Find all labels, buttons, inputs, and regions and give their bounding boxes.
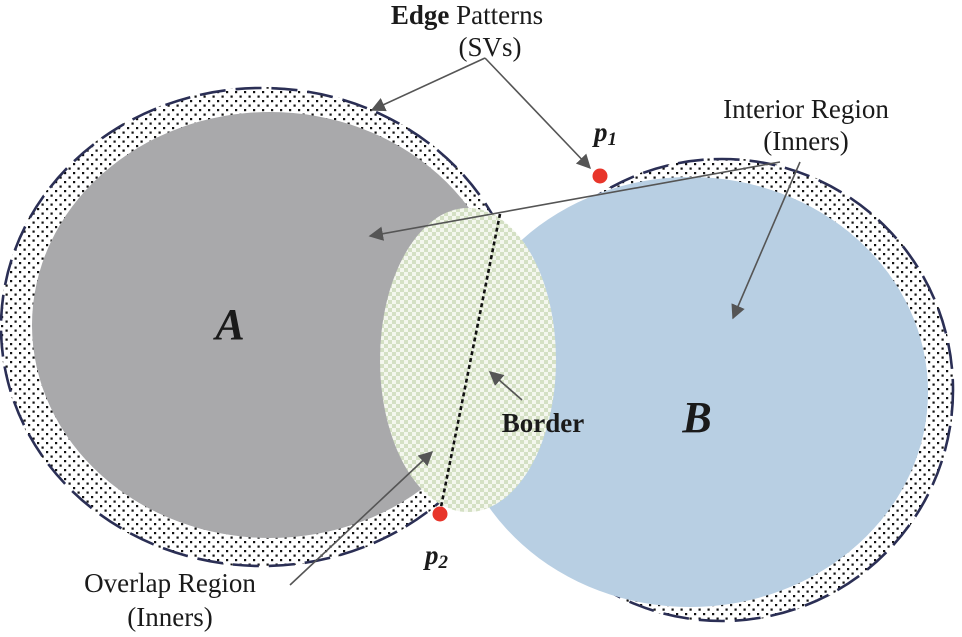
region-a <box>32 112 508 538</box>
arrow-border <box>488 371 523 401</box>
arrow-overlap <box>289 451 434 586</box>
p2-label: p2 <box>423 540 449 573</box>
border-line <box>438 213 502 513</box>
arrow-interior-to-b <box>731 161 801 320</box>
overlap-label-line2: (Inners) <box>127 602 212 632</box>
p1-main: p <box>592 117 608 147</box>
border-label: Border <box>502 408 584 438</box>
edge-patterns-sub: (SVs) <box>458 32 521 62</box>
interior-label-line1: Interior Region <box>723 94 889 124</box>
arrow-interior-to-a <box>368 161 781 241</box>
p2-main: p <box>423 540 439 570</box>
point-p1 <box>592 168 608 184</box>
p2-sub: 2 <box>438 552 449 573</box>
overlap-label-line1: Overlap Region <box>84 568 256 598</box>
p1-sub: 1 <box>608 129 618 150</box>
edge-rest: Patterns <box>449 0 543 30</box>
region-a-label: A <box>212 300 244 349</box>
region-b <box>452 177 928 607</box>
point-p2 <box>432 506 448 522</box>
arrow-edge-to-a <box>370 57 486 112</box>
overlap-lens <box>380 208 556 512</box>
edge-patterns-label: Edge Patterns <box>391 0 543 30</box>
edge-bold: Edge <box>391 0 450 30</box>
arrow-edge-to-p1 <box>484 57 591 170</box>
p1-label: p1 <box>592 117 617 150</box>
region-b-label: B <box>681 393 711 442</box>
interior-label-line2: (Inners) <box>763 126 848 156</box>
